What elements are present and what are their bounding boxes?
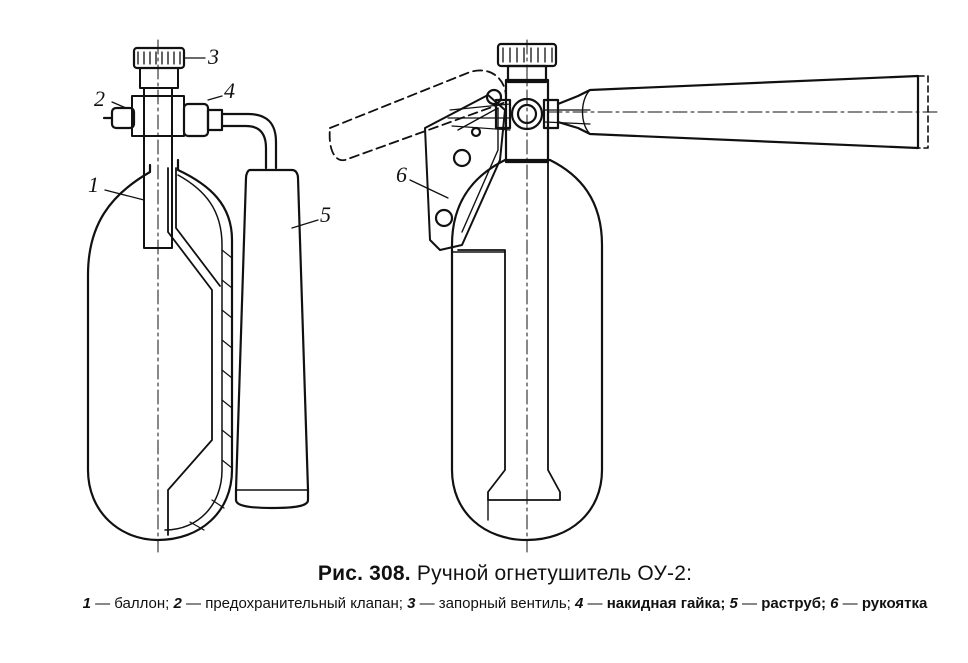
legend-num-2: 2 (173, 595, 182, 612)
handle (424, 94, 506, 251)
cylinder-body-right (450, 158, 604, 542)
extinguisher-diagram: 3 2 4 1 5 6 (86, 39, 941, 553)
handle-lever (328, 69, 507, 162)
left-view (86, 39, 319, 553)
label-3: 3 (207, 44, 219, 69)
legend-text-2: предохранительный клапан; (205, 595, 403, 612)
figure-caption: Рис. 308. Ручной огнетушитель ОУ-2: 1 — … (60, 562, 950, 613)
legend-text-4: накидная гайка; (606, 595, 726, 612)
discharge-pipe (220, 112, 278, 170)
label-5: 5 (320, 202, 331, 227)
legend-text-1: баллон; (114, 595, 170, 612)
label-4: 4 (224, 78, 235, 103)
caption-title: Рис. 308. Ручной огнетушитель ОУ-2: (60, 562, 950, 586)
legend-num-3: 3 (407, 595, 416, 612)
horn-right (556, 74, 920, 150)
siphon-tube (167, 167, 221, 536)
label-2: 2 (94, 86, 105, 111)
union-nut (182, 102, 210, 138)
legend-num-5: 5 (729, 595, 738, 612)
figure-number: Рис. 308. (317, 562, 411, 585)
legend-num-6: 6 (830, 595, 839, 612)
legend-text-3: запорный вентиль; (438, 595, 571, 612)
valve-handwheel (132, 46, 186, 70)
caption-legend: 1 — баллон; 2 — предохранительный клапан… (82, 595, 928, 612)
safety-valve (110, 106, 136, 130)
horn (234, 168, 310, 510)
cylinder-body (86, 158, 234, 542)
right-view (328, 39, 941, 553)
legend-num-1: 1 (82, 595, 91, 612)
label-6: 6 (396, 162, 407, 187)
legend-text-5: раструб; (761, 595, 826, 612)
figure-title: Ручной огнетушитель ОУ-2: (416, 562, 693, 585)
label-1: 1 (88, 172, 99, 197)
legend-text-6: рукоятка (861, 595, 928, 612)
legend-num-4: 4 (575, 595, 584, 612)
